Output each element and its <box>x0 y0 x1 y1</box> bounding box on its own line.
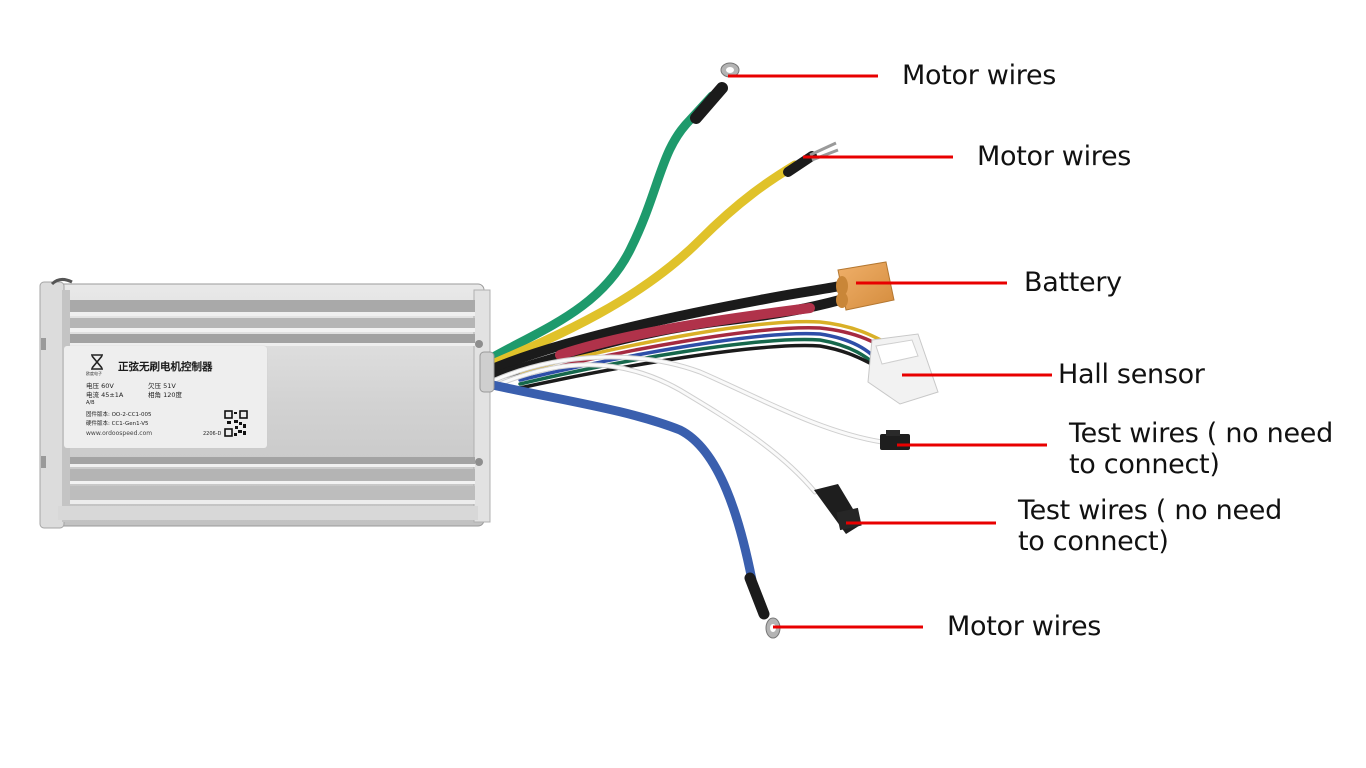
spec-ab: A/B <box>86 400 95 406</box>
callout-label: Motor wires <box>977 141 1132 172</box>
controller-case <box>39 277 491 529</box>
ring-terminal-green <box>720 62 740 78</box>
callout-label: Test wires ( no need to connect) <box>1069 418 1333 480</box>
spec-voltage: 电压 60V <box>86 382 114 390</box>
callout-test-wires-1: Test wires ( no need to connect) <box>1069 418 1344 480</box>
battery-connector <box>836 261 895 311</box>
spec-software-version: 固件版本: OO-2-CC1-005 <box>86 412 152 418</box>
red-sleeve <box>555 303 815 360</box>
spec-hardware-version: 硬件版本: CC1-Gen1-V5 <box>86 421 149 427</box>
hall-sensor-connector <box>867 333 939 405</box>
callout-label: Hall sensor <box>1058 359 1205 390</box>
test-connector-2 <box>814 484 862 534</box>
sticker-website: www.ordoospeed.com <box>86 430 153 437</box>
leader-lines <box>728 74 1052 629</box>
callout-battery: Battery <box>1024 267 1122 298</box>
spec-current: 电流 45±1A <box>86 391 124 399</box>
spec-phase-angle: 相角 120度 <box>148 391 182 399</box>
callout-motor-wires-yellow: Motor wires <box>977 141 1131 172</box>
green-motor-wire <box>483 91 717 365</box>
yellow-motor-wire <box>485 160 800 370</box>
black-battery-wire <box>485 281 845 375</box>
hall-wire-green <box>518 337 882 386</box>
callout-motor-wires-blue: Motor wires <box>947 611 1101 642</box>
brand-name: 欧度电子 <box>86 371 102 376</box>
white-test-wire-1-core <box>493 355 884 444</box>
callout-label: Motor wires <box>947 611 1102 642</box>
qr-code-icon <box>224 410 248 437</box>
wire-bundle <box>479 82 902 620</box>
yellow-wire-sleeve <box>783 151 817 177</box>
spec-undervoltage: 欠压 51V <box>148 382 176 390</box>
sticker-batch: 2206-D <box>203 431 222 437</box>
white-test-wire-2-core <box>493 363 817 494</box>
sticker-title: 正弦无刷电机控制器 <box>118 361 213 373</box>
callout-label: Motor wires <box>902 60 1057 91</box>
hall-wire-black <box>518 343 888 390</box>
brand-logo-icon <box>91 354 103 370</box>
green-wire-sleeve <box>690 82 728 124</box>
hall-wire-yellow <box>518 319 902 374</box>
blue-wire-sleeve <box>744 572 770 620</box>
test-connector-1 <box>880 430 910 450</box>
controller-label-sticker: 欧度电子 正弦无刷电机控制器 电压 60V 电流 45±1A 欠压 51V 相角… <box>64 346 267 448</box>
blue-motor-wire <box>483 379 757 585</box>
callout-label: Test wires ( no need to connect) <box>1018 495 1282 557</box>
callout-label: Battery <box>1024 267 1122 298</box>
callout-test-wires-2: Test wires ( no need to connect) <box>1018 495 1293 557</box>
callout-hall-sensor: Hall sensor <box>1058 359 1205 390</box>
callout-motor-wires-green: Motor wires <box>902 60 1056 91</box>
